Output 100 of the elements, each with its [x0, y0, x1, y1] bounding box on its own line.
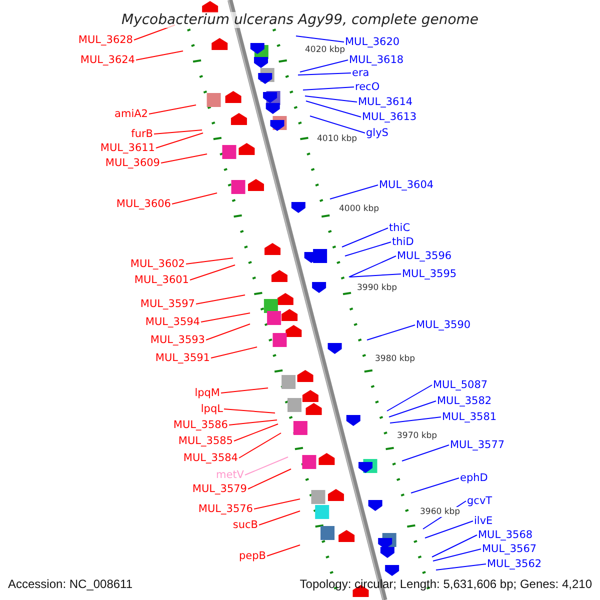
gene-label: MUL_3609	[105, 156, 160, 170]
leader-line	[306, 100, 362, 118]
leader-line	[200, 312, 250, 322]
gene-label: thiD	[392, 236, 414, 248]
gene-label: MUL_3590	[416, 318, 471, 332]
gene-label: MUL_3584	[183, 452, 238, 464]
leader-line	[220, 388, 268, 394]
leader-line	[154, 130, 202, 134]
gene-label: MUL_3582	[437, 394, 492, 408]
leader-line	[228, 420, 278, 426]
gene-label: MUL_3585	[178, 434, 233, 448]
leader-line	[386, 384, 432, 412]
leader-line	[366, 324, 416, 340]
gene-label: MUL_3594	[145, 316, 200, 328]
gene-label: MUL_3613	[362, 110, 417, 124]
gene-label: MUL_3586	[173, 418, 228, 432]
gene-label: thiC	[389, 222, 410, 234]
leader-line	[436, 564, 486, 570]
tick-label: 4010 kbp	[316, 134, 358, 144]
gene-label: MUL_3593	[150, 334, 205, 346]
leader-line	[224, 408, 276, 414]
leader-line	[248, 468, 292, 490]
leader-line	[160, 154, 208, 164]
gene-label: era	[352, 66, 370, 80]
leader-line	[210, 346, 258, 358]
gene-label: MUL_3620	[345, 36, 400, 48]
gene-label: MUL_3562	[487, 558, 542, 570]
gene-label: lpqL	[200, 402, 223, 416]
gene-label: MUL_3602	[130, 258, 185, 270]
tick-label: 4020 kbp	[304, 45, 346, 55]
leader-line	[172, 192, 218, 204]
gene-label: MUL_3601	[134, 274, 189, 286]
leader-line	[206, 324, 250, 340]
leader-line	[296, 36, 344, 42]
gene-label: MUL_3614	[358, 96, 413, 108]
gene-label: recO	[355, 80, 380, 94]
gene-label: metV	[216, 468, 244, 482]
leader-line	[410, 478, 460, 494]
leader-line	[300, 60, 348, 72]
tick-label: 3990 kbp	[356, 283, 398, 293]
gene-label: MUL_3606	[116, 198, 171, 210]
gene-label: amiA2	[114, 108, 148, 120]
leader-line	[344, 242, 392, 256]
gene-label: pepB	[239, 550, 266, 562]
leader-line	[348, 256, 396, 278]
gene-label: MUL_3576	[198, 502, 253, 516]
gene-label: MUL_3577	[450, 438, 505, 452]
footer-text: Accession: NC_008611	[8, 577, 133, 591]
gene-label: MUL_3581	[442, 410, 497, 424]
leader-line	[136, 50, 184, 60]
leader-line	[266, 544, 300, 556]
gene-label: MUL_3568	[478, 528, 533, 542]
leader-line	[238, 432, 282, 458]
leader-line	[342, 228, 388, 248]
leader-line	[388, 400, 436, 418]
leader-line	[330, 184, 378, 200]
title: Mycobacterium ulcerans Agy99, complete genome	[121, 12, 479, 28]
leader-line	[196, 294, 246, 304]
leader-line	[254, 498, 300, 510]
tick-label: 3960 kbp	[419, 507, 462, 517]
leader-line	[310, 116, 366, 134]
gene-label: lpqM	[194, 386, 220, 400]
leader-line	[298, 72, 352, 76]
gene-label: gcvT	[467, 494, 492, 508]
gene-label: ilvE	[474, 514, 493, 528]
gene-label: MUL_3591	[155, 352, 210, 364]
leader-line	[186, 258, 234, 264]
leader-line	[390, 416, 442, 424]
leader-line	[302, 86, 354, 90]
leader-line	[432, 534, 478, 558]
gene-label: MUL_3611	[100, 142, 155, 154]
tick-label: 3980 kbp	[374, 354, 416, 364]
leader-line	[424, 520, 474, 538]
footer-text: Topology: circular; Length: 5,631,606 bp; Genes: 4,210	[300, 577, 592, 591]
leader-line	[402, 444, 450, 462]
gene-label: sucB	[232, 518, 258, 532]
gene-label: furB	[131, 128, 153, 140]
gene-label: MUL_5087	[433, 378, 488, 392]
gene-label: MUL_3579	[192, 482, 247, 496]
gene-label: MUL_3618	[349, 54, 404, 66]
gene-label: MUL_3604	[379, 178, 434, 192]
gene-label: ephD	[460, 472, 488, 484]
gene-label: glyS	[366, 126, 388, 140]
leader-line	[234, 424, 278, 442]
leader-line	[304, 96, 358, 102]
gene-label: MUL_3596	[397, 250, 452, 262]
leader-line	[148, 104, 196, 114]
gene-label: MUL_3628	[78, 34, 133, 46]
leader-line	[258, 510, 300, 526]
tick-label: 4000 kbp	[338, 204, 380, 214]
tick-label: 3970 kbp	[396, 431, 438, 441]
gene-label: MUL_3624	[80, 54, 135, 66]
gene-label: MUL_3595	[402, 268, 457, 280]
gene-label: MUL_3567	[482, 542, 537, 556]
leader-line	[190, 264, 236, 280]
leader-line	[156, 132, 204, 148]
leader-line	[350, 274, 402, 278]
leader-line	[244, 456, 288, 476]
gene-label: MUL_3597	[140, 298, 195, 310]
leader-line	[432, 548, 482, 562]
